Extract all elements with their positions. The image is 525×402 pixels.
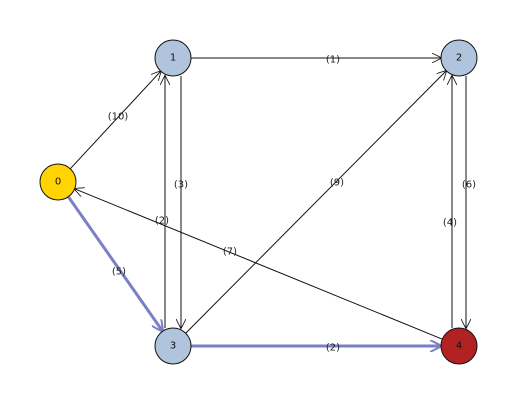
node-2: 2 [440, 39, 478, 77]
node-4: 4 [440, 327, 478, 365]
node-label-1: 1 [170, 53, 176, 64]
nodes-layer: 0 1 2 3 4 [39, 39, 478, 365]
edge-label-2-to-4: (4) [443, 218, 457, 229]
edge-0-to-1 [69, 71, 161, 170]
edge-3-to-2 [185, 71, 447, 334]
node-circle-0 [39, 163, 77, 201]
node-label-4: 4 [456, 341, 462, 352]
edge-0-to-3 [67, 195, 162, 332]
edge-label-3-to-1: (3) [174, 180, 188, 191]
edge-label-4-to-2: (6) [462, 180, 476, 191]
node-3: 3 [154, 327, 192, 365]
edge-label-0-to-3: (5) [112, 267, 126, 278]
node-circle-2 [440, 39, 478, 77]
node-label-0: 0 [55, 177, 61, 188]
edge-label-0-to-1: (10) [108, 112, 129, 123]
edge-label-3-to-2: (9) [330, 178, 344, 189]
node-1: 1 [154, 39, 192, 77]
edge-label-3-to-4: (2) [326, 343, 340, 354]
edge-label-4-to-0: (7) [223, 247, 237, 258]
node-0: 0 [39, 163, 77, 201]
edge-4-to-0 [75, 189, 443, 340]
node-circle-4 [440, 327, 478, 365]
node-label-3: 3 [170, 341, 176, 352]
edge-label-1-to-2: (1) [326, 55, 340, 66]
node-circle-1 [154, 39, 192, 77]
edge-label-1-to-3: (2) [155, 216, 169, 227]
node-label-2: 2 [456, 53, 462, 64]
edges-layer: (10) (1) (2) (3) (9) (4) (6) (7) (5) (2) [67, 55, 476, 354]
node-circle-3 [154, 327, 192, 365]
